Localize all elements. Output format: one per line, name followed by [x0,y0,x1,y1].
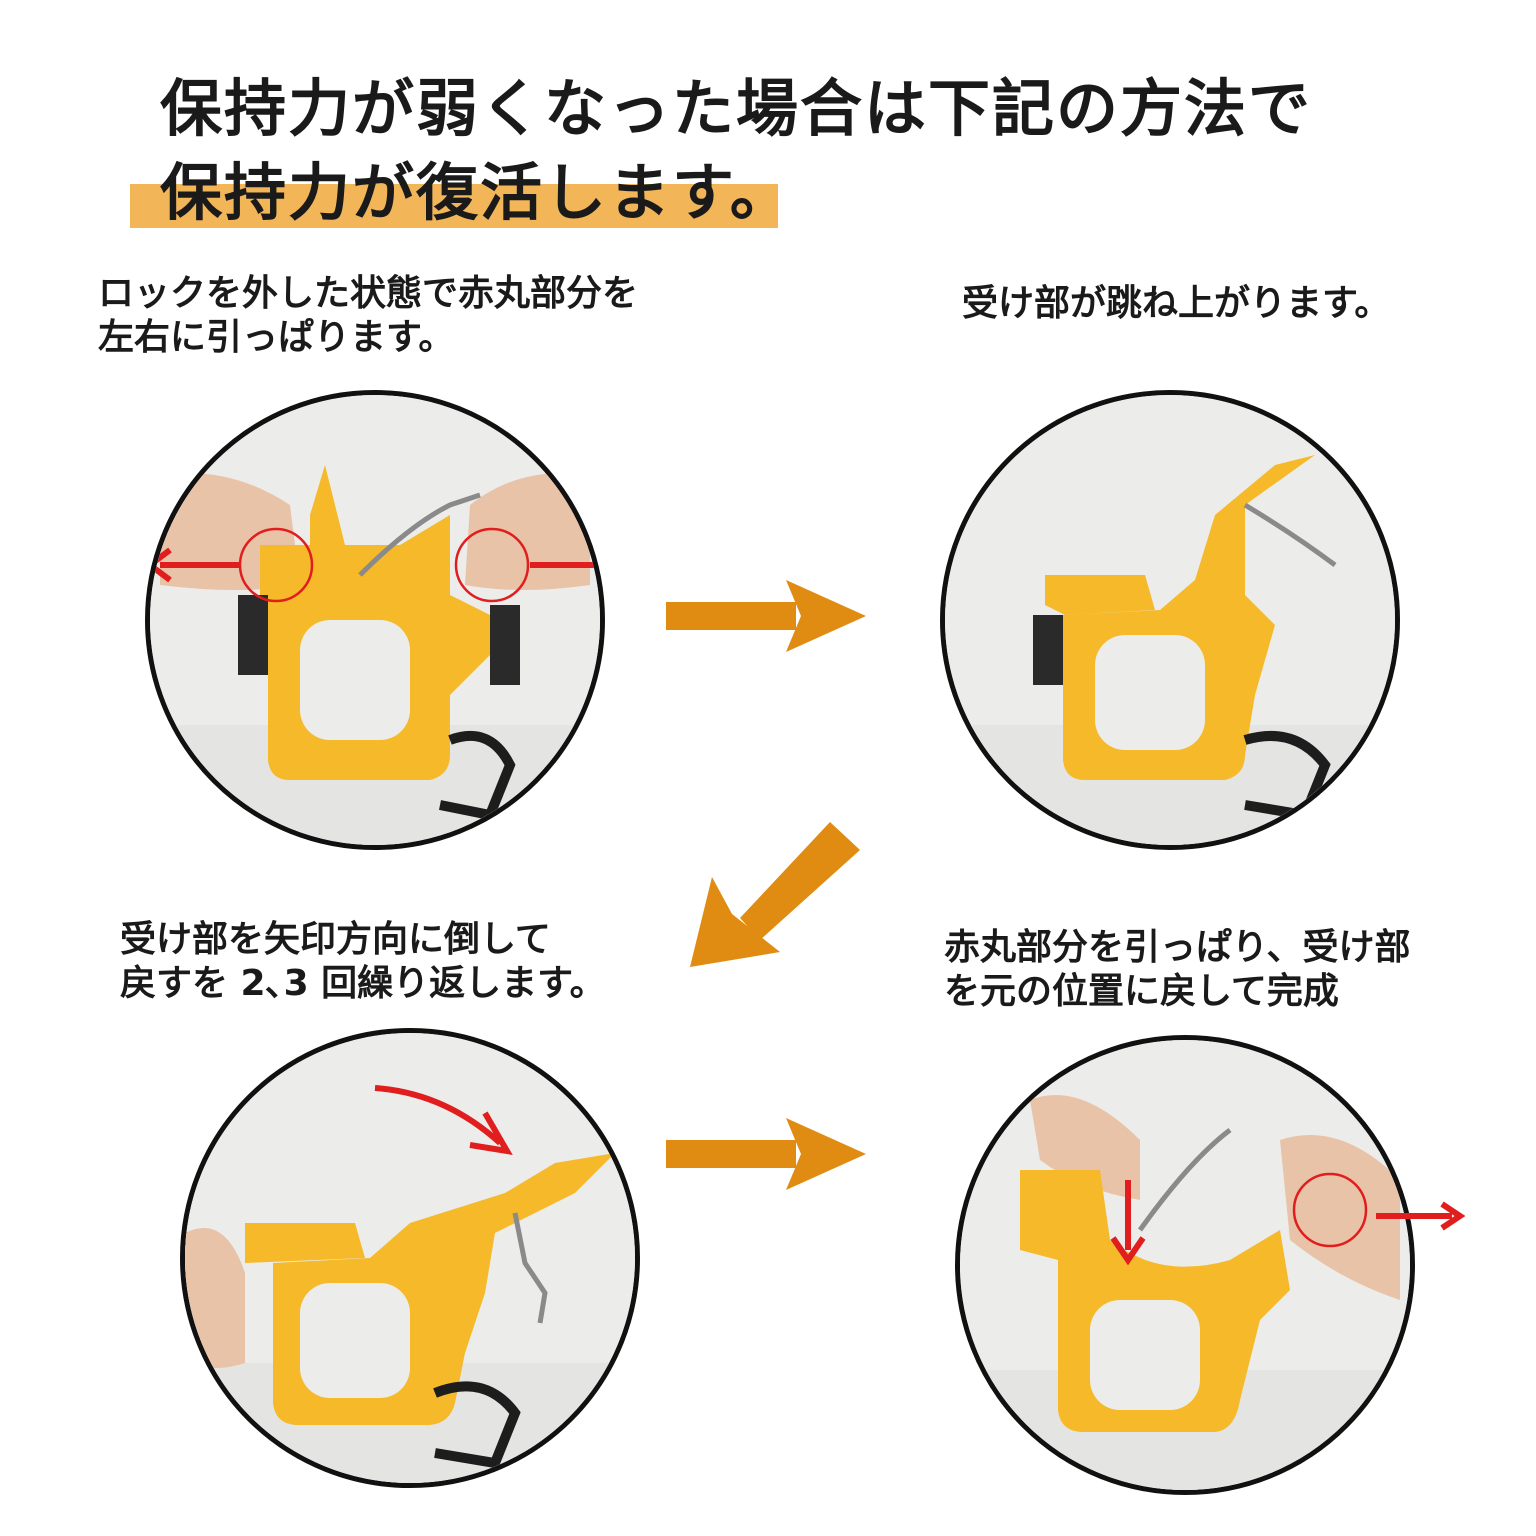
rubber-pad-right [490,605,520,685]
step-1-line-1: ロックを外した状態で赤丸部分を [98,273,639,314]
step-2-caption: 受け部が跳ね上がります。 [962,282,1390,326]
clip-opening [300,1283,410,1398]
step-4-caption: 赤丸部分を引っぱり、受け部 を元の位置に戻して完成 [944,926,1411,1014]
clip-opening [1095,635,1205,750]
heading-highlight-bar [130,184,778,228]
left-hand [1030,1095,1140,1200]
red-arrow-icon [1376,1201,1466,1231]
red-circle-marker [454,527,530,603]
step-4-line-2: を元の位置に戻して完成 [944,971,1339,1012]
step-4-photo [955,1035,1415,1495]
step-1-line-2: 左右に引っぱります。 [98,317,455,358]
step-2-photo [940,390,1400,850]
step-4-line-1: 赤丸部分を引っぱり、受け部 [944,927,1411,968]
clip-upper-left [1045,575,1155,615]
wire-spring [1243,502,1337,568]
rubber-pad-left [1033,615,1063,685]
step-1-caption: ロックを外した状態で赤丸部分を 左右に引っぱります。 [98,272,638,360]
wire-spring [512,1212,548,1324]
carabiner [433,1381,521,1469]
red-arrow-icon [469,1111,513,1155]
heading-line-2: 保持力が復活します。 [160,156,794,229]
clip-upper-left [245,1223,365,1263]
rubber-pad-left [238,595,268,675]
step-1-photo [145,390,605,850]
wire-spring [1137,1128,1232,1232]
step-3-caption: 受け部を矢印方向に倒して 戻すを 2､3 回繰り返します。 [120,918,606,1006]
step-3-photo [180,1028,640,1488]
step-3-line-1: 受け部を矢印方向に倒して [120,919,551,960]
red-arrow-icon [150,547,172,583]
right-hand [465,473,590,590]
heading-line-1: 保持力が弱くなった場合は下記の方法で [160,72,1313,145]
arrow-right-icon [666,1118,866,1190]
red-arrow-icon [1110,1236,1146,1266]
clip-opening [300,620,410,740]
clip-opening [1090,1300,1200,1410]
arrow-down-left-icon [690,822,860,967]
carabiner [439,731,516,821]
red-circle-marker [1292,1172,1368,1248]
wire-spring [358,492,481,577]
carabiner [1243,730,1331,821]
step-2-line-1: 受け部が跳ね上がります。 [962,283,1391,324]
step-3-line-2: 戻すを 2､3 回繰り返します。 [120,963,606,1004]
left-hand [185,1228,245,1368]
right-hand [1280,1135,1400,1300]
arrow-right-icon [666,580,866,652]
